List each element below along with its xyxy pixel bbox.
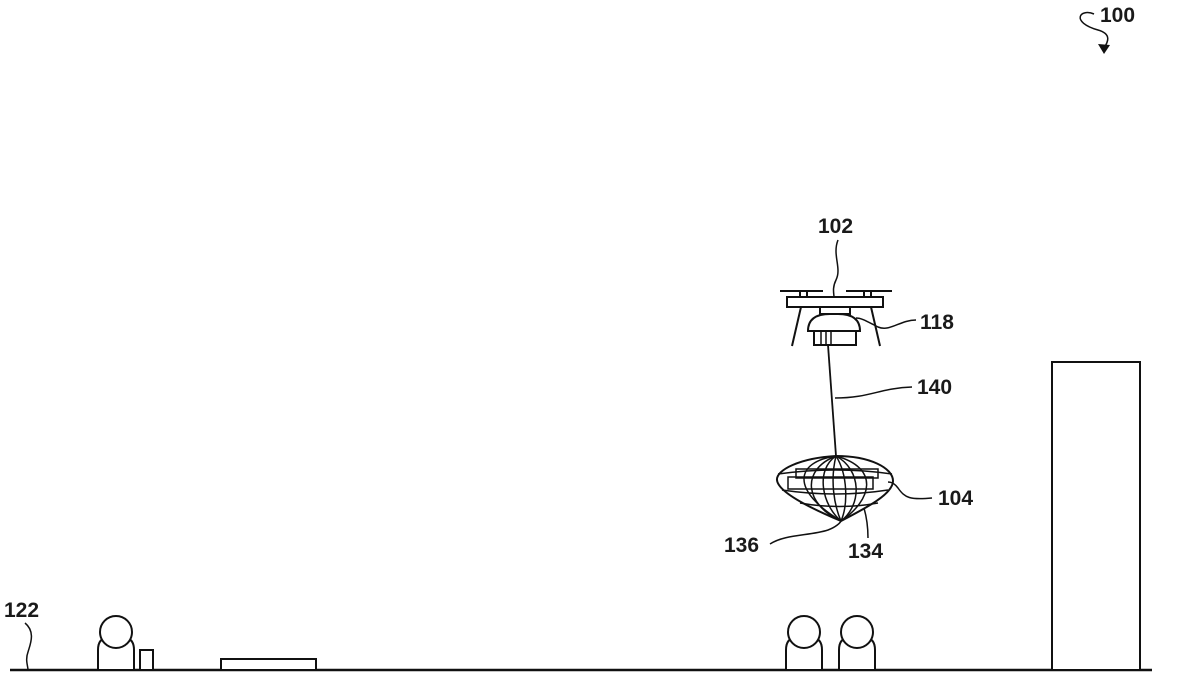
tether bbox=[827, 344, 837, 457]
label-118: 118 bbox=[920, 311, 954, 334]
building bbox=[1051, 361, 1141, 671]
uav-drone-icon bbox=[780, 290, 892, 347]
label-104: 104 bbox=[938, 487, 973, 510]
label-134: 134 bbox=[848, 540, 883, 563]
landing-pad bbox=[220, 658, 317, 671]
person-icon bbox=[838, 615, 876, 671]
package-net bbox=[776, 454, 895, 523]
label-122: 122 bbox=[4, 599, 39, 622]
small-parcel bbox=[139, 649, 154, 671]
arrowhead-icon bbox=[1098, 44, 1110, 54]
label-100: 100 bbox=[1100, 4, 1135, 27]
label-140-leader bbox=[834, 386, 913, 399]
label-134-leader bbox=[863, 507, 869, 539]
person-icon bbox=[97, 615, 135, 671]
label-100-leader bbox=[1079, 11, 1109, 49]
label-122-leader bbox=[24, 622, 33, 671]
label-104-leader bbox=[887, 481, 933, 500]
label-102-leader bbox=[832, 239, 839, 298]
winch-icon bbox=[806, 313, 862, 346]
person-icon bbox=[785, 615, 823, 671]
label-140: 140 bbox=[917, 376, 952, 399]
label-136: 136 bbox=[724, 534, 759, 557]
label-102: 102 bbox=[818, 215, 853, 238]
label-118-leader bbox=[855, 317, 917, 329]
label-136-leader bbox=[769, 520, 842, 545]
